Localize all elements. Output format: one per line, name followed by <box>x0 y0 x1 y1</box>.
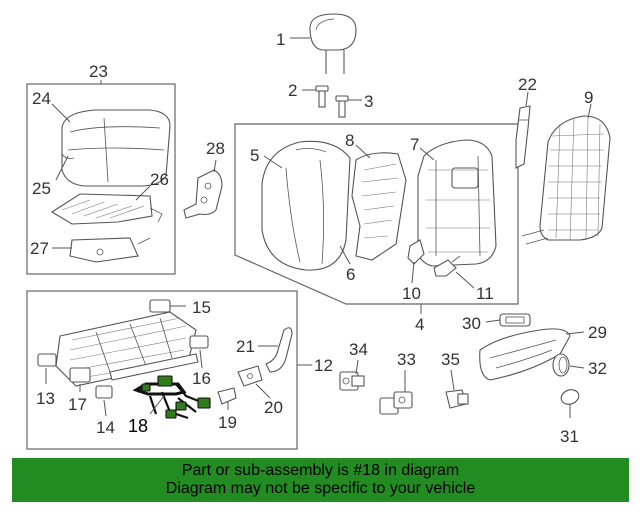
part-15-clip[interactable] <box>149 299 171 313</box>
part-1-headrest[interactable] <box>309 13 357 74</box>
seatback-group-frame <box>234 123 519 305</box>
leader-26 <box>135 185 151 201</box>
part-8-seatback-pad[interactable] <box>351 152 407 261</box>
leader-34 <box>355 359 359 375</box>
leader-29 <box>565 331 585 335</box>
leader-35 <box>450 369 455 391</box>
part-16-clip[interactable] <box>189 335 209 349</box>
callout-8: 8 <box>345 131 354 150</box>
leader-32 <box>569 365 585 369</box>
part-7-seatback-frame[interactable] <box>417 139 497 267</box>
leader-22 <box>525 91 529 107</box>
banner-line-2: Diagram may not be specific to your vehi… <box>165 480 476 497</box>
callout-15: 15 <box>192 298 211 317</box>
callout-34: 34 <box>349 340 368 359</box>
part-35-connector[interactable] <box>445 389 469 409</box>
callout-35: 35 <box>441 350 460 369</box>
callout-12: 12 <box>314 356 333 375</box>
callout-4: 4 <box>415 315 424 334</box>
part-32-knob[interactable] <box>552 353 570 377</box>
leader-10 <box>411 261 415 284</box>
callout-17: 17 <box>68 395 87 414</box>
part-26-heater-mat[interactable] <box>50 193 163 225</box>
callout-22: 22 <box>518 75 537 94</box>
part-3-headrest-guide[interactable] <box>335 95 349 118</box>
part-21-lever[interactable] <box>265 327 293 373</box>
leader-8 <box>355 144 371 159</box>
part-27-cushion-plate[interactable] <box>69 237 151 263</box>
leader-7 <box>419 147 435 161</box>
part-17-cover[interactable] <box>69 367 91 383</box>
callout-21: 21 <box>236 337 255 356</box>
callout-28: 28 <box>206 139 225 158</box>
callout-32: 32 <box>588 359 607 378</box>
callout-5: 5 <box>250 146 259 165</box>
leader-24 <box>51 103 71 123</box>
leader-18 <box>149 395 165 415</box>
parts-diagram: 1 2 3 23 24 25 26 27 <box>26 13 611 450</box>
part-28-side-cover[interactable] <box>183 169 223 219</box>
leader-25 <box>55 155 69 181</box>
part-2-headrest-guide[interactable] <box>315 85 329 108</box>
callout-13: 13 <box>36 389 55 408</box>
callout-1: 1 <box>276 30 285 49</box>
callout-27: 27 <box>30 239 49 258</box>
callout-20: 20 <box>264 398 283 417</box>
part-10-bracket[interactable] <box>407 239 425 265</box>
callout-7: 7 <box>410 135 419 154</box>
part-20-bracket[interactable] <box>237 365 263 387</box>
leader-14 <box>103 399 107 417</box>
leader-28 <box>213 159 217 173</box>
leader-30 <box>485 319 501 323</box>
part-14-cap[interactable] <box>95 385 113 399</box>
part-30-switch[interactable] <box>499 313 531 327</box>
callout-18: 18 <box>128 416 148 436</box>
leader-9 <box>587 103 592 119</box>
part-31-knob[interactable] <box>559 387 581 406</box>
callout-11: 11 <box>476 284 494 303</box>
callout-3: 3 <box>364 92 373 111</box>
leader-11 <box>455 271 475 289</box>
callout-33: 33 <box>397 350 416 369</box>
callout-24: 24 <box>32 89 51 108</box>
callout-26: 26 <box>150 170 169 189</box>
callout-31: 31 <box>560 427 579 446</box>
callout-19: 19 <box>218 413 237 432</box>
part-5-seatback-cover[interactable] <box>261 140 351 271</box>
leader-5 <box>263 155 283 169</box>
banner-line-1: Part or sub-assembly is #18 in diagram <box>181 462 460 479</box>
part-24-cushion-cover[interactable] <box>61 109 171 187</box>
part-9-back-panel[interactable] <box>521 115 611 245</box>
callout-14: 14 <box>96 418 115 437</box>
leader-6 <box>339 245 351 265</box>
part-13-cap[interactable] <box>37 353 57 367</box>
callout-25: 25 <box>32 179 51 198</box>
part-22-side-trim[interactable] <box>515 105 531 169</box>
callout-2: 2 <box>288 81 297 100</box>
leader-20 <box>255 383 271 399</box>
part-34-switch[interactable] <box>339 371 365 391</box>
leader-16 <box>199 349 203 369</box>
callout-9: 9 <box>584 88 593 107</box>
callout-23: 23 <box>89 62 108 81</box>
callout-6: 6 <box>346 265 355 284</box>
info-banner: Part or sub-assembly is #18 in diagram D… <box>12 458 629 502</box>
part-33-switch[interactable] <box>379 391 413 415</box>
callout-29: 29 <box>588 323 607 342</box>
part-18-wiring-harness[interactable] <box>132 375 211 420</box>
callout-10: 10 <box>402 284 421 303</box>
seat-track-assembly[interactable] <box>55 311 199 387</box>
part-11-clip[interactable] <box>433 255 461 277</box>
part-19-clip[interactable] <box>217 387 237 405</box>
track-group-frame <box>26 290 298 450</box>
callout-30: 30 <box>462 314 481 333</box>
callout-16: 16 <box>192 369 211 388</box>
part-29-side-shield[interactable] <box>479 328 571 381</box>
